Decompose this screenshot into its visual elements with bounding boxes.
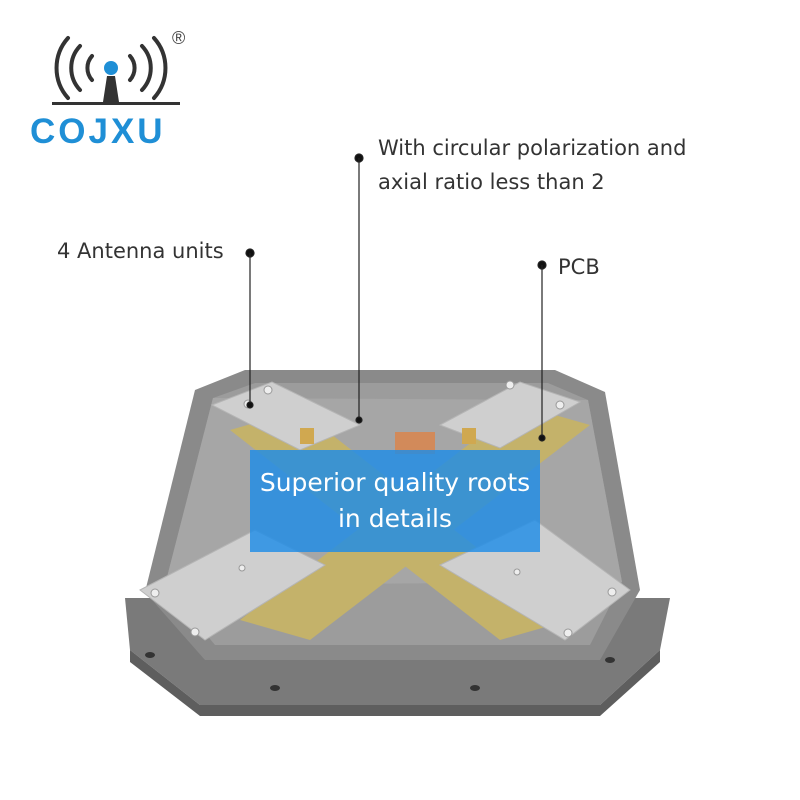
callout-antenna-units: 4 Antenna units [57, 239, 224, 263]
banner-line1: Superior quality roots [259, 468, 531, 497]
wireless-signal-icon [52, 36, 180, 105]
registered-mark: ® [172, 28, 186, 48]
quality-banner: Superior quality roots in details [250, 450, 540, 552]
callout-polarization: With circular polarization and axial rat… [378, 131, 686, 199]
callout-leaders [245, 153, 547, 442]
mounting-holes [145, 652, 615, 691]
brand-logo: ® COJXU [30, 28, 220, 158]
banner-line2: in details [337, 504, 453, 533]
connectors [300, 428, 476, 444]
brand-name: COJXU [30, 112, 166, 151]
callout-polarization-line1: With circular polarization and [378, 136, 687, 160]
callout-polarization-line2: axial ratio less than 2 [378, 170, 605, 194]
feed-network [395, 432, 435, 454]
callout-pcb: PCB [558, 255, 600, 279]
